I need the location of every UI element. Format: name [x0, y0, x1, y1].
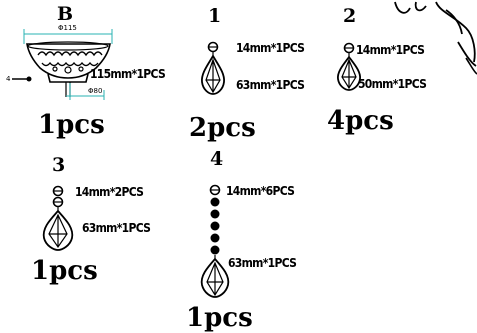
part-3-label: 3 — [52, 154, 65, 176]
part-b-quantity: 1pcs — [38, 110, 105, 140]
part-3-pendant-spec: 63mm*1PCS — [82, 221, 150, 235]
part-b-label: B — [57, 3, 73, 25]
bowl-height-dimension: Φ80 — [66, 83, 105, 100]
part-3-pendant — [42, 209, 74, 251]
bowl-diameter-label: Φ115 — [58, 24, 77, 32]
hand-illustration — [394, 1, 477, 75]
part-1: 1 14mm*1PCS 63mm*1PCS 2pcs — [189, 5, 305, 143]
part-3: 3 14mm*2PCS 63mm*1PCS 1pcs — [31, 154, 151, 286]
part-b: B Φ115 4 — [6, 3, 166, 140]
part-2-bead — [343, 42, 355, 54]
part-2-label: 2 — [343, 5, 356, 27]
part-2-bead-spec: 14mm*1PCS — [356, 43, 424, 57]
bowl-side-mark: 4 — [6, 75, 32, 83]
part-1-pendant-spec: 63mm*1PCS — [236, 78, 304, 92]
part-2-pendant — [337, 55, 361, 91]
part-b-spec: 115mm*1PCS — [90, 67, 165, 81]
part-1-label: 1 — [208, 5, 221, 27]
bowl-side-mark-label: 4 — [6, 75, 11, 83]
part-3-beads — [52, 185, 64, 208]
bowl-width-dimension: Φ115 — [23, 24, 113, 44]
part-4-quantity: 1pcs — [186, 303, 253, 333]
part-1-bead-spec: 14mm*1PCS — [236, 41, 304, 55]
part-2-quantity: 4pcs — [327, 106, 394, 136]
part-4-beads — [209, 184, 221, 255]
part-4-pendant — [200, 257, 230, 298]
part-2-pendant-spec: 50mm*1PCS — [358, 77, 426, 91]
part-1-pendant — [201, 54, 225, 95]
part-3-bead-spec: 14mm*2PCS — [75, 185, 143, 199]
part-4: 4 14mm*6PCS 63mm*1PCS 1pcs — [186, 148, 297, 333]
part-4-pendant-spec: 63mm*1PCS — [228, 256, 296, 270]
bowl-height-label: Φ80 — [88, 87, 102, 95]
part-3-quantity: 1pcs — [31, 256, 98, 286]
part-4-bead-spec: 14mm*6PCS — [226, 184, 294, 198]
part-2: 2 14mm*1PCS 50mm*1PCS 4pcs — [327, 5, 427, 136]
part-1-bead — [207, 41, 219, 53]
part-1-quantity: 2pcs — [189, 113, 256, 143]
part-4-label: 4 — [210, 148, 223, 170]
